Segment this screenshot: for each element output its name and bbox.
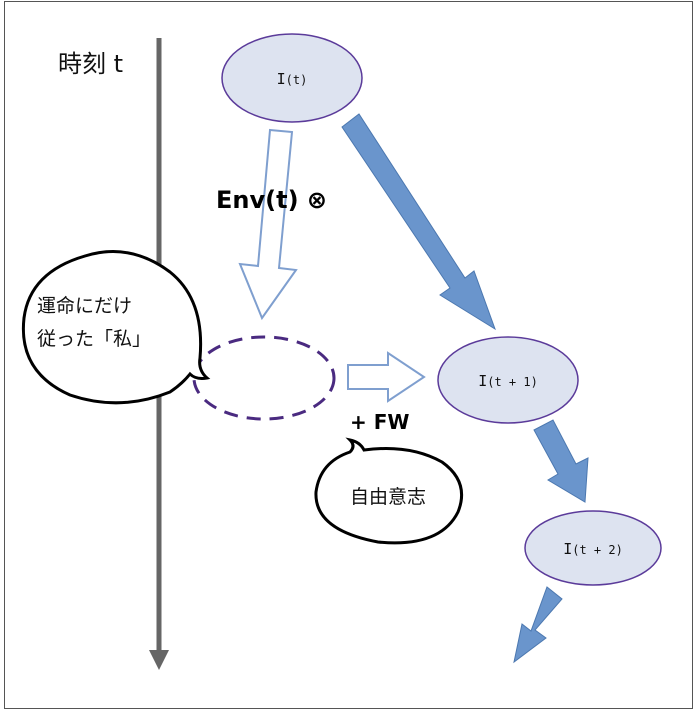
diagram-frame: [4, 1, 693, 709]
fate-bubble-line2: 従った「私」: [37, 328, 151, 350]
arrow-t2-onward: [513, 586, 563, 664]
node-i-t2-sub: (t + 2): [572, 543, 623, 557]
node-i-t2-main: I: [563, 540, 572, 558]
svg-text:I(t + 1): I(t + 1): [478, 372, 538, 390]
arrow-t1-to-t2: [533, 419, 589, 503]
time-axis-label: 時刻 t: [58, 50, 123, 78]
node-i-t1-sub: (t + 1): [487, 375, 538, 389]
freewill-bubble-text: 自由意志: [350, 486, 426, 508]
fate-speech-bubble: 運命にだけ 従った「私」: [21, 250, 211, 405]
fate-bubble-line1: 運命にだけ: [37, 295, 132, 317]
node-i-t: I(t): [221, 33, 363, 123]
node-i-t2: I(t + 2): [524, 510, 662, 586]
svg-text:I(t + 2): I(t + 2): [563, 540, 623, 558]
fate-self-dashed-ellipse: [192, 335, 336, 421]
fw-label: + FW: [350, 410, 409, 434]
node-i-t1: I(t + 1): [437, 336, 579, 424]
node-i-t-sub: (t): [286, 73, 308, 87]
node-i-t-main: I: [277, 70, 286, 88]
arrow-t-to-t1: [341, 113, 496, 331]
svg-text:I(t): I(t): [277, 70, 308, 88]
node-i-t1-main: I: [478, 372, 487, 390]
freewill-speech-bubble: 自由意志: [314, 437, 463, 545]
env-label: Env(t) ⊗: [216, 186, 327, 214]
env-hollow-arrow: [238, 128, 298, 321]
time-axis-arrowhead: [149, 650, 169, 670]
fw-hollow-arrow: [347, 351, 426, 403]
